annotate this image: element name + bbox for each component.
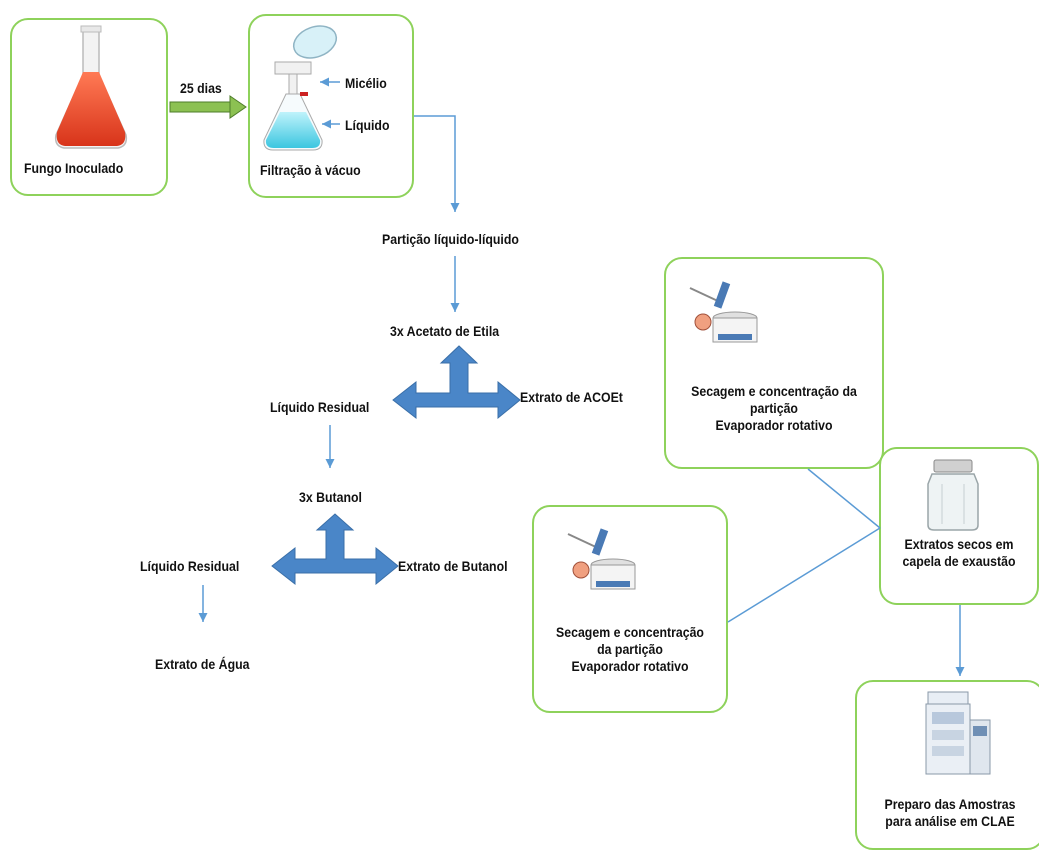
box-secagem-2 — [532, 505, 728, 713]
hplc-instrument-icon — [925, 691, 991, 775]
label-liquido-residual-2: Líquido Residual — [140, 558, 240, 574]
label-secagem-2: Secagem e concentração da partição Evapo… — [532, 624, 728, 675]
secagem-2-line1: Secagem e concentração — [556, 624, 704, 640]
label-liquido-residual-1: Líquido Residual — [270, 399, 370, 415]
label-micelio: Micélio — [345, 75, 387, 91]
label-butanol: 3x Butanol — [299, 489, 362, 505]
preparo-line1: Preparo das Amostras — [884, 796, 1016, 812]
secagem-1-line1: Secagem e concentração da — [691, 383, 857, 399]
label-filtracao: Filtração à vácuo — [260, 162, 361, 178]
label-liquido: Líquido — [345, 117, 390, 133]
label-particao: Partição líquido-líquido — [382, 231, 519, 247]
label-extrato-butanol: Extrato de Butanol — [398, 558, 508, 574]
split-arrow-acetato — [392, 345, 521, 420]
label-extratos-secos: Extratos secos em capela de exaustão — [879, 536, 1039, 570]
glass-jar-icon — [927, 459, 979, 531]
label-acetato: 3x Acetato de Etila — [390, 323, 500, 339]
label-25-dias: 25 dias — [180, 80, 222, 96]
preparo-line2: para análise em CLAE — [885, 813, 1015, 829]
label-secagem-1: Secagem e concentração da partição Evapo… — [664, 383, 884, 434]
secagem-2-line2: da partição — [597, 641, 663, 657]
green-arrow — [169, 95, 247, 119]
label-extrato-acoet: Extrato de ACOEt — [520, 389, 623, 405]
label-extrato-agua: Extrato de Água — [155, 656, 250, 672]
label-fungo-inoculado: Fungo Inoculado — [24, 160, 124, 176]
vacuum-filtration-icon — [263, 25, 338, 151]
secagem-1-line3: Evaporador rotativo — [715, 417, 833, 433]
rotary-evaporator-icon — [567, 528, 636, 590]
extratos-secos-line2: capela de exaustão — [902, 553, 1016, 569]
secagem-2-line3: Evaporador rotativo — [571, 658, 689, 674]
split-arrow-butanol — [271, 513, 399, 586]
label-preparo: Preparo das Amostras para análise em CLA… — [855, 796, 1039, 830]
extratos-secos-line1: Extratos secos em — [904, 536, 1014, 552]
erlenmeyer-flask-icon — [54, 25, 128, 149]
rotary-evaporator-icon — [689, 281, 758, 343]
secagem-1-line2: partição — [750, 400, 798, 416]
